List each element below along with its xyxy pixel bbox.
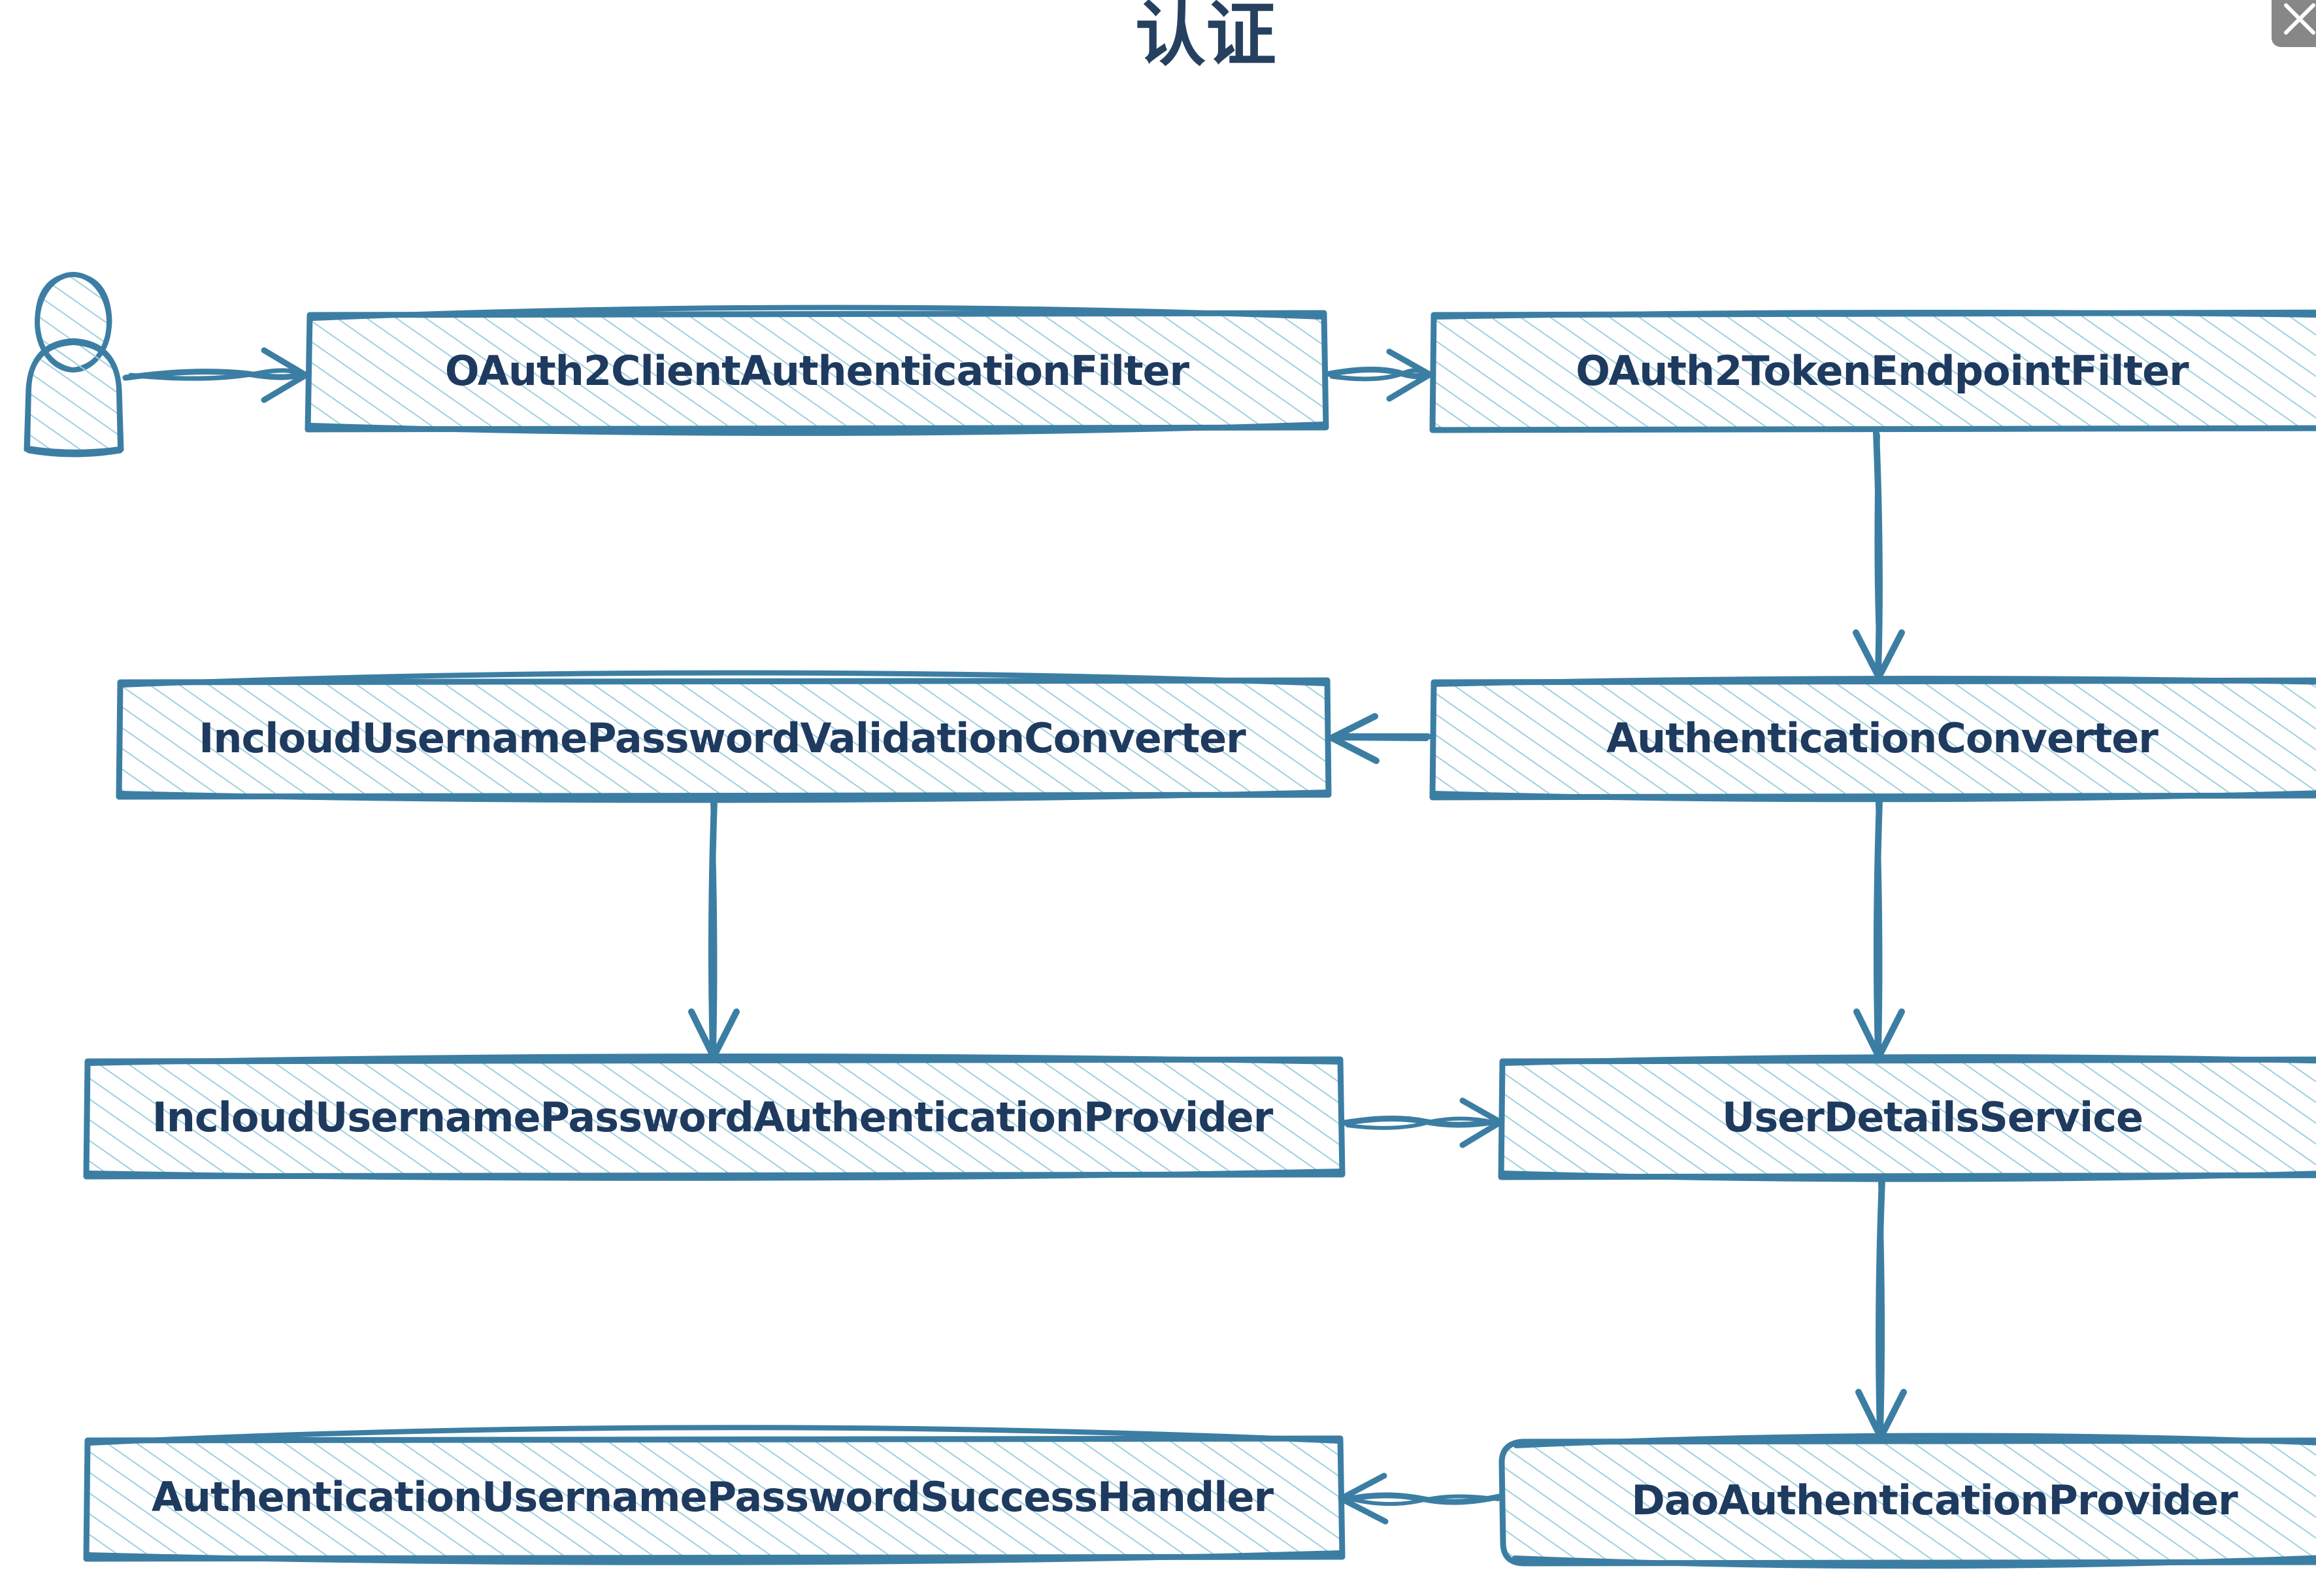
edge-actor-to-oauth2-client-filter bbox=[122, 347, 309, 403]
edge-authentication-converter-to-user-details-service bbox=[1853, 797, 1905, 1060]
edge-user-details-service-to-dao-authentication-provider bbox=[1855, 1176, 1907, 1440]
node-label: IncloudUsernamePasswordAuthenticationPro… bbox=[152, 1093, 1274, 1141]
node-oauth2-token-endpoint-filter[interactable]: OAuth2TokenEndpointFilter bbox=[1429, 309, 2316, 433]
edge-client-filter-to-token-filter bbox=[1326, 348, 1433, 402]
node-incloud-username-password-authentication-provider[interactable]: IncloudUsernamePasswordAuthenticationPro… bbox=[83, 1053, 1346, 1181]
node-label: AuthenticationUsernamePasswordSuccessHan… bbox=[152, 1473, 1274, 1521]
page-title: 认证 bbox=[1135, 0, 1276, 76]
actor-user bbox=[24, 272, 124, 457]
node-label: OAuth2ClientAuthenticationFilter bbox=[445, 347, 1190, 395]
node-label: AuthenticationConverter bbox=[1606, 714, 2159, 762]
close-icon bbox=[2284, 3, 2315, 35]
node-dao-authentication-provider[interactable]: DaoAuthenticationProvider bbox=[1498, 1433, 2316, 1569]
node-oauth2-client-authentication-filter[interactable]: OAuth2ClientAuthenticationFilter bbox=[305, 305, 1329, 437]
node-label: DaoAuthenticationProvider bbox=[1631, 1476, 2238, 1524]
node-label: UserDetailsService bbox=[1722, 1093, 2143, 1141]
node-label: OAuth2TokenEndpointFilter bbox=[1576, 347, 2189, 395]
node-user-details-service[interactable]: UserDetailsService bbox=[1498, 1054, 2316, 1182]
edge-dao-provider-to-success-handler bbox=[1338, 1472, 1502, 1525]
node-incloud-username-password-validation-converter[interactable]: IncloudUsernamePasswordValidationConvert… bbox=[116, 670, 1332, 803]
edge-authentication-converter-to-validation-converter bbox=[1329, 713, 1431, 764]
node-authentication-username-password-success-handler[interactable]: AuthenticationUsernamePasswordSuccessHan… bbox=[83, 1425, 1346, 1565]
edge-token-filter-to-authentication-converter bbox=[1853, 429, 1905, 680]
edge-validation-converter-to-authentication-provider bbox=[688, 797, 740, 1060]
close-button[interactable] bbox=[2272, 0, 2316, 47]
node-label: IncloudUsernamePasswordValidationConvert… bbox=[199, 714, 1246, 762]
edge-authentication-provider-to-user-details-service bbox=[1342, 1097, 1504, 1148]
node-authentication-converter[interactable]: AuthenticationConverter bbox=[1429, 675, 2316, 803]
